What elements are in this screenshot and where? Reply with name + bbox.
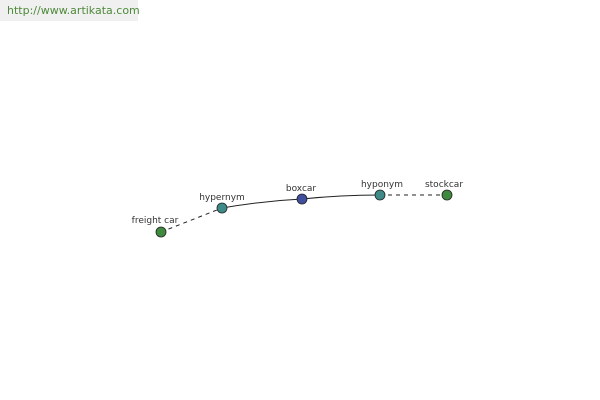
node-stockcar-label: stockcar — [425, 180, 463, 190]
edges — [160, 194, 447, 233]
nodes: freight car hypernym boxcar hyponym stockcar — [132, 180, 463, 238]
node-hyponym[interactable]: hyponym — [361, 180, 403, 201]
edge-freight-car-to-hypernym — [160, 207, 223, 233]
node-hypernym-label: hypernym — [199, 193, 245, 203]
node-hypernym[interactable]: hypernym — [199, 193, 245, 214]
node-stockcar-dot[interactable] — [441, 189, 453, 201]
node-stockcar[interactable]: stockcar — [425, 180, 463, 201]
node-boxcar[interactable]: boxcar — [286, 184, 317, 205]
node-hyponym-dot[interactable] — [374, 189, 386, 201]
source-link[interactable]: http://www.artikata.com — [0, 0, 140, 21]
node-freight-car-dot[interactable] — [155, 226, 167, 238]
node-boxcar-dot[interactable] — [296, 193, 308, 205]
node-hyponym-label: hyponym — [361, 180, 403, 190]
node-freight-car-label: freight car — [132, 216, 179, 226]
node-boxcar-label: boxcar — [286, 184, 317, 194]
node-hypernym-dot[interactable] — [216, 202, 228, 214]
node-freight-car[interactable]: freight car — [132, 216, 179, 238]
edge-hypernym-to-boxcar — [221, 198, 303, 209]
edge-boxcar-to-hyponym — [301, 194, 381, 200]
